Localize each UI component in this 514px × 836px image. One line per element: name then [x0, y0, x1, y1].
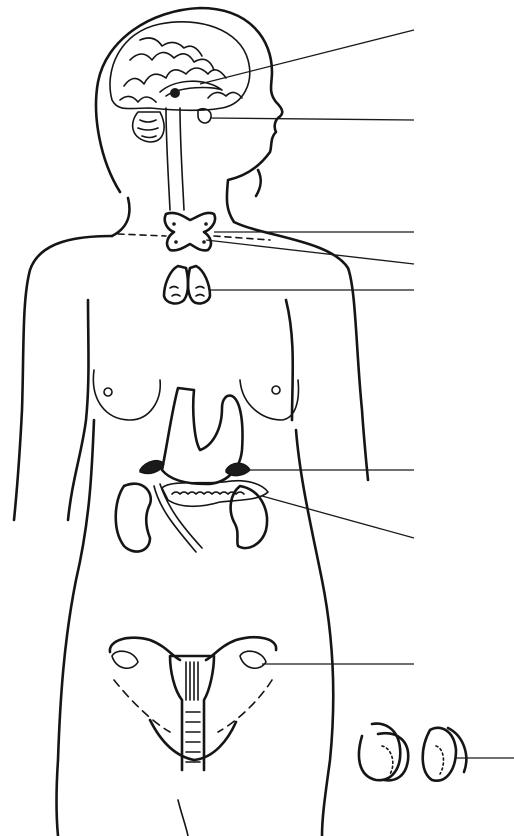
parathyroid-lower-right	[202, 240, 206, 244]
leader-line-pituitary	[210, 118, 414, 120]
thymus	[164, 266, 210, 303]
ovary-left	[112, 651, 138, 668]
leader-line-pancreas	[262, 496, 414, 538]
thyroid-gland	[165, 213, 215, 251]
testis-right-dots	[436, 746, 443, 774]
shoulder-left	[14, 236, 112, 520]
hypothalamus	[170, 88, 180, 98]
arm-inner-right	[286, 300, 293, 420]
shoulder-right	[234, 222, 368, 480]
leader-lines	[200, 30, 514, 758]
leader-line-hypothalamus	[200, 30, 414, 84]
pelvic-floor	[150, 720, 236, 760]
torso	[14, 222, 368, 836]
breast-right	[240, 380, 298, 420]
testis-left-dots	[382, 746, 393, 774]
pancreas	[162, 481, 268, 507]
ureter	[154, 484, 202, 552]
cerebellum	[133, 112, 164, 142]
waist-left	[57, 420, 95, 836]
testes-inset	[359, 724, 466, 781]
thymus-left-lobe	[164, 266, 188, 303]
pelvic-bowl	[114, 680, 272, 732]
brain-folds	[120, 38, 242, 102]
ovaries	[112, 651, 266, 668]
adrenal-glands	[140, 461, 250, 476]
nipple-right	[272, 386, 280, 394]
parathyroid-upper-right	[204, 222, 208, 226]
testis-right-outer	[423, 728, 456, 781]
ovary-right	[240, 651, 266, 668]
breast-left	[93, 370, 160, 420]
arm-inner-left	[68, 300, 89, 520]
parathyroid-upper-left	[172, 222, 176, 226]
parathyroid-lower-left	[174, 240, 178, 244]
kidney-left	[116, 484, 151, 552]
neck-left	[112, 198, 129, 236]
crotch	[178, 800, 188, 836]
pancreas-outline	[162, 481, 268, 507]
thymus-right-lobe	[188, 266, 210, 303]
waist-right	[296, 430, 333, 836]
chin-line	[256, 170, 261, 196]
adrenal-left	[140, 461, 164, 474]
collarbone	[118, 234, 270, 240]
thyroid-outline	[165, 213, 215, 251]
uterus-stripes	[186, 662, 200, 762]
head	[96, 8, 282, 236]
testis-left-outer	[359, 724, 400, 781]
head-outline	[96, 8, 282, 222]
nipple-left	[104, 388, 112, 396]
brainstem	[166, 108, 184, 210]
